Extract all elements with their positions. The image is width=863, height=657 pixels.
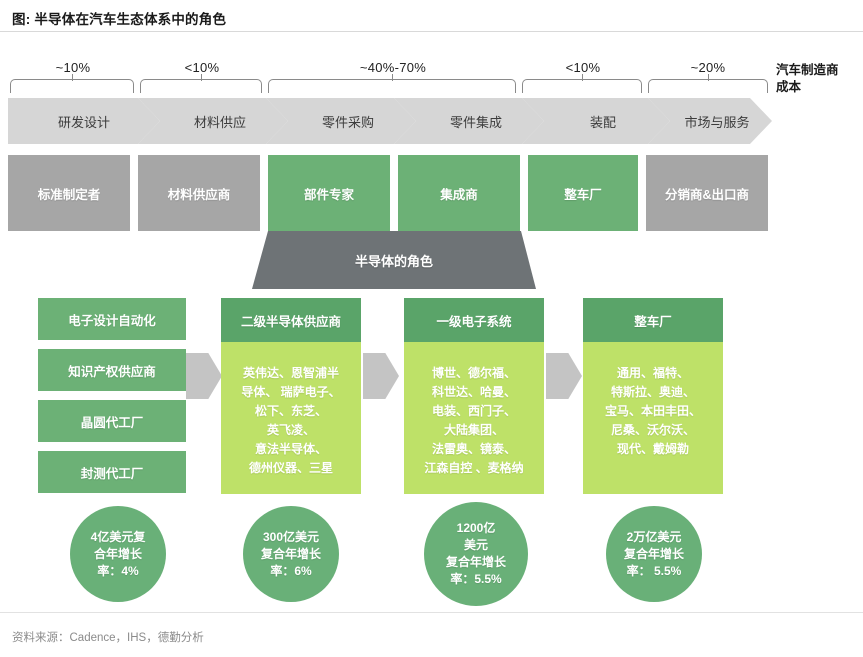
metric-circle-2: 1200亿 美元 复合年增长 率：5.5% (424, 502, 528, 606)
stack-item-ip[interactable]: 知识产权供应商 (38, 349, 186, 391)
role-label-0: 标准制定者 (37, 187, 101, 202)
value-chain-band: 研发设计 材料供应 零件采购 零件集成 装配 市场与服务 (0, 98, 863, 144)
title-divider (0, 31, 863, 32)
metric-circle-0: 4亿美元复 合年增长 率：4% (70, 506, 166, 602)
role-label-2: 部件专家 (303, 187, 354, 202)
role-box-2[interactable]: 部件专家 (268, 155, 390, 231)
stack-item-osat[interactable]: 封测代工厂 (38, 451, 186, 493)
stage-pct-1: <10% (184, 60, 220, 75)
stack-label-3: 封测代工厂 (80, 466, 144, 481)
metric-circle-1: 300亿美元 复合年增长 率：6% (243, 506, 339, 602)
stack-label-1: 知识产权供应商 (68, 364, 156, 379)
brace-2 (268, 74, 516, 93)
chevron-label-4: 装配 (589, 114, 616, 130)
chevron-stage-2[interactable]: 零件采购 (266, 98, 416, 144)
stage-pct-4: <10% (565, 60, 601, 75)
column-body-oem: 通用、福特、 特斯拉、奥迪、 宝马、本田丰田、 尼桑、沃尔沃、 现代、戴姆勒 (583, 342, 723, 494)
role-label-1: 材料供应商 (167, 187, 231, 202)
column-header-tier2[interactable]: 二级半导体供应商 (221, 298, 361, 342)
stack-label-0: 电子设计自动化 (68, 313, 156, 328)
metric-circle-3: 2万亿美元 复合年增长 率： 5.5% (606, 506, 702, 602)
column-header-tier1[interactable]: 一级电子系统 (404, 298, 544, 342)
role-label-5: 分销商&出口商 (664, 187, 750, 202)
chevron-label-0: 研发设计 (57, 114, 110, 130)
role-box-1[interactable]: 材料供应商 (138, 155, 260, 231)
footer-divider (0, 612, 863, 613)
role-label-4: 整车厂 (564, 187, 602, 202)
column-header-label-3: 整车厂 (634, 314, 672, 329)
semiconductor-role-band (252, 231, 536, 289)
role-box-4[interactable]: 整车厂 (528, 155, 638, 231)
brace-4 (522, 74, 642, 93)
brace-0 (10, 74, 134, 93)
column-header-label-1: 二级半导体供应商 (240, 314, 341, 329)
flow-arrow-1-icon (186, 353, 222, 399)
chevron-stage-4[interactable]: 装配 (522, 98, 670, 144)
role-label-3: 集成商 (440, 187, 478, 202)
stack-item-eda[interactable]: 电子设计自动化 (38, 298, 186, 340)
chevron-stage-0[interactable]: 研发设计 (8, 98, 160, 144)
column-body-tier2: 英伟达、恩智浦半 导体、 瑞萨电子、 松下、东芝、 英飞凌、 意法半导体、 德州… (221, 342, 361, 494)
stack-label-2: 晶圆代工厂 (80, 415, 144, 430)
role-box-5[interactable]: 分销商&出口商 (646, 155, 768, 231)
cost-annotation: 汽车制造商 成本 (776, 63, 839, 94)
chevron-label-2: 零件采购 (321, 114, 374, 130)
column-header-oem[interactable]: 整车厂 (583, 298, 723, 342)
role-box-3[interactable]: 集成商 (398, 155, 520, 231)
stage-pct-0: ~10% (55, 60, 91, 75)
source-note: 资料来源：Cadence，IHS，德勤分析 (12, 632, 204, 644)
chevron-stage-3[interactable]: 零件集成 (394, 98, 544, 144)
semiconductor-role-label: 半导体的角色 (354, 253, 433, 269)
column-body-tier1: 博世、德尔福、 科世达、哈曼、 电装、西门子、 大陆集团、 法雷奥、镜泰、 江森… (404, 342, 544, 494)
column-header-label-2: 一级电子系统 (436, 314, 512, 329)
chevron-label-3: 零件集成 (449, 114, 502, 130)
chevron-label-5: 市场与服务 (684, 114, 750, 130)
stack-item-foundry[interactable]: 晶圆代工厂 (38, 400, 186, 442)
brace-1 (140, 74, 262, 93)
stage-pct-2: ~40%-70% (359, 60, 427, 75)
role-box-0[interactable]: 标准制定者 (8, 155, 130, 231)
page-title: 图: 半导体在汽车生态体系中的角色 (12, 12, 227, 27)
brace-5 (648, 74, 768, 93)
flow-arrow-3-icon (546, 353, 582, 399)
stage-pct-5: ~20% (690, 60, 726, 75)
flow-arrow-2-icon (363, 353, 399, 399)
chevron-label-1: 材料供应 (193, 114, 246, 130)
chevron-stage-1[interactable]: 材料供应 (138, 98, 288, 144)
